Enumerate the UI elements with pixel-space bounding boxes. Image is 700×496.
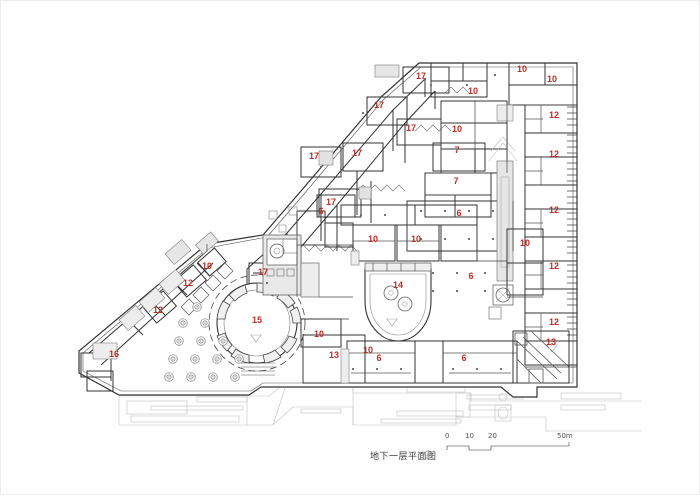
scale-bar-graphic (446, 442, 570, 451)
room-number-label: 14 (393, 280, 403, 290)
room-number-label: 12 (549, 261, 559, 271)
room-number-label: 10 (468, 86, 478, 96)
room-number-label: 10 (517, 64, 527, 74)
room-number-label: 10 (452, 124, 462, 134)
building-envelope (78, 62, 578, 398)
room-number-label: 10 (314, 329, 324, 339)
room-number-label: 6 (468, 271, 473, 281)
scale-tick-0: 0 (445, 432, 450, 440)
scale-tick-50: 50m (557, 432, 573, 440)
room-number-label: 17 (406, 123, 416, 133)
room-number-label: 6 (376, 353, 381, 363)
east-room-strip (524, 104, 578, 366)
room-number-label: 7 (454, 145, 459, 155)
south-hall-rooms (300, 318, 518, 384)
site-underground-lines (118, 381, 641, 432)
room-number-label: 10 (368, 234, 378, 244)
central-circulation-spine (488, 136, 518, 320)
room-number-label: 13 (546, 337, 556, 347)
room-number-label: 12 (549, 110, 559, 120)
room-number-label: 17 (416, 71, 426, 81)
room-number-label: 10 (202, 261, 212, 271)
room-number-label: 12 (549, 149, 559, 159)
auditorium-14 (364, 262, 432, 342)
room-number-label: 17 (258, 267, 268, 277)
room-number-label: 10 (363, 345, 373, 355)
plan-caption: 地下一层平面图 (370, 452, 437, 462)
circular-atrium-15 (208, 274, 306, 376)
room-number-label: 10 (411, 234, 421, 244)
room-number-label: 6 (461, 353, 466, 363)
room-number-label: 17 (326, 197, 336, 207)
room-number-label: 17 (309, 151, 319, 161)
room-number-label: 7 (453, 176, 458, 186)
room-number-label: 10 (520, 238, 530, 248)
room-number-label: 10 (547, 74, 557, 84)
room-number-label: 12 (549, 205, 559, 215)
room-number-label: 12 (153, 305, 163, 315)
north-circle-symbol (424, 450, 433, 459)
room-number-label: 17 (374, 100, 384, 110)
room-number-label: 12 (183, 278, 193, 288)
room-number-label: 15 (252, 315, 262, 325)
room-number-label: 17 (352, 148, 362, 158)
scale-bar: 0 10 20 50m (445, 432, 575, 456)
room-number-label: 16 (109, 349, 119, 359)
shaded-slabs (92, 64, 514, 384)
scale-tick-20: 20 (488, 432, 497, 440)
room-number-label: 6 (318, 206, 323, 216)
interior-partitions (206, 101, 577, 383)
room-number-label: 12 (549, 317, 559, 327)
room-number-labels: 17 17 17 17 17 17 17 10 10 10 10 10 10 10 10 10 10 7 7 6 6 6 6… (109, 64, 559, 363)
room-number-label: 13 (329, 350, 339, 360)
scale-tick-10: 10 (465, 432, 474, 440)
hall-column-dots (265, 73, 503, 371)
service-core-shaded (262, 206, 320, 298)
southeast-ramp (512, 330, 570, 384)
room-number-label: 6 (456, 208, 461, 218)
